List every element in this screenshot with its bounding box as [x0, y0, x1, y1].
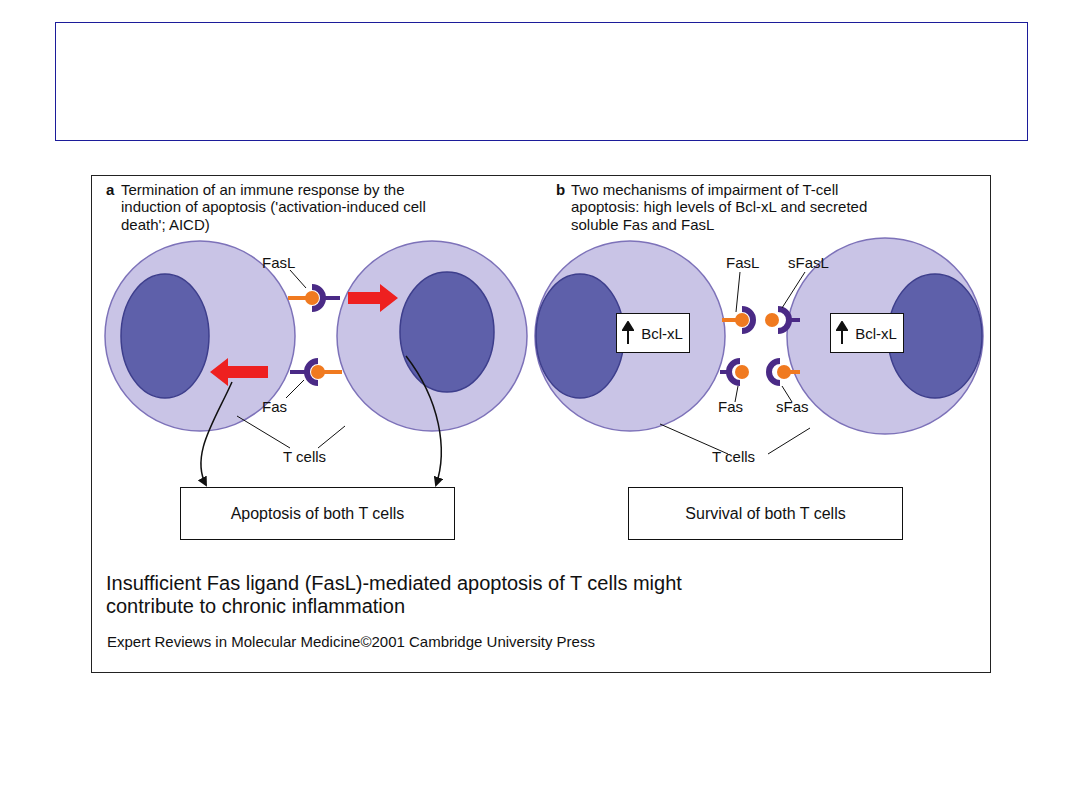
- increase-arrow: [836, 321, 848, 345]
- molecule-label: Fas: [262, 398, 287, 415]
- fas-fasl-pair: [290, 361, 342, 383]
- fasl-blocked: [722, 309, 753, 331]
- cell-label: T cells: [712, 448, 755, 465]
- fasl-fas-pair: [288, 287, 340, 309]
- protein-box: Bcl-xL: [616, 313, 690, 353]
- leader-line: [782, 272, 805, 308]
- leader-line: [736, 272, 740, 312]
- caption: Insufficient Fas ligand (FasL)-mediated …: [106, 572, 756, 618]
- leader-line: [290, 270, 306, 288]
- t-cell: [787, 238, 983, 434]
- leader-line: [318, 426, 345, 448]
- fas-blocked: [720, 361, 749, 383]
- outcome-box: Apoptosis of both T cells: [180, 487, 455, 540]
- outcome-box: Survival of both T cells: [628, 487, 903, 540]
- cell-label: T cells: [283, 448, 326, 465]
- t-cell: [105, 241, 295, 431]
- increase-arrow: [622, 321, 634, 345]
- box-text: Bcl-xL: [641, 325, 683, 342]
- molecule-label: Fas: [718, 398, 743, 415]
- molecule-label: FasL: [262, 254, 295, 271]
- box-text: Apoptosis of both T cells: [231, 505, 405, 523]
- title-frame: [56, 23, 1028, 141]
- sfasl-bound: [765, 309, 800, 331]
- molecule-label: FasL: [726, 254, 759, 271]
- curved-arrow: [201, 382, 232, 485]
- molecule-label: sFasL: [788, 254, 829, 271]
- curved-arrow: [406, 356, 441, 485]
- leader-line: [237, 416, 290, 448]
- molecule-label: sFas: [776, 398, 809, 415]
- signal-arrow: [348, 284, 398, 312]
- panel-letter: a: [106, 181, 114, 198]
- leader-line: [286, 380, 304, 398]
- leader-line: [768, 428, 810, 454]
- panel-letter: b: [556, 181, 565, 198]
- box-text: Bcl-xL: [855, 325, 897, 342]
- panel-heading: Termination of an immune response by the…: [121, 181, 426, 233]
- copyright-note: Expert Reviews in Molecular Medicine©200…: [107, 633, 595, 650]
- signal-arrow: [210, 358, 268, 386]
- panel-heading: Two mechanisms of impairment of T-cell a…: [571, 181, 901, 233]
- t-cell: [535, 241, 725, 431]
- box-text: Survival of both T cells: [685, 505, 845, 523]
- figure-frame: [92, 176, 991, 673]
- sfas-bound: [769, 361, 800, 383]
- protein-box: Bcl-xL: [830, 313, 904, 353]
